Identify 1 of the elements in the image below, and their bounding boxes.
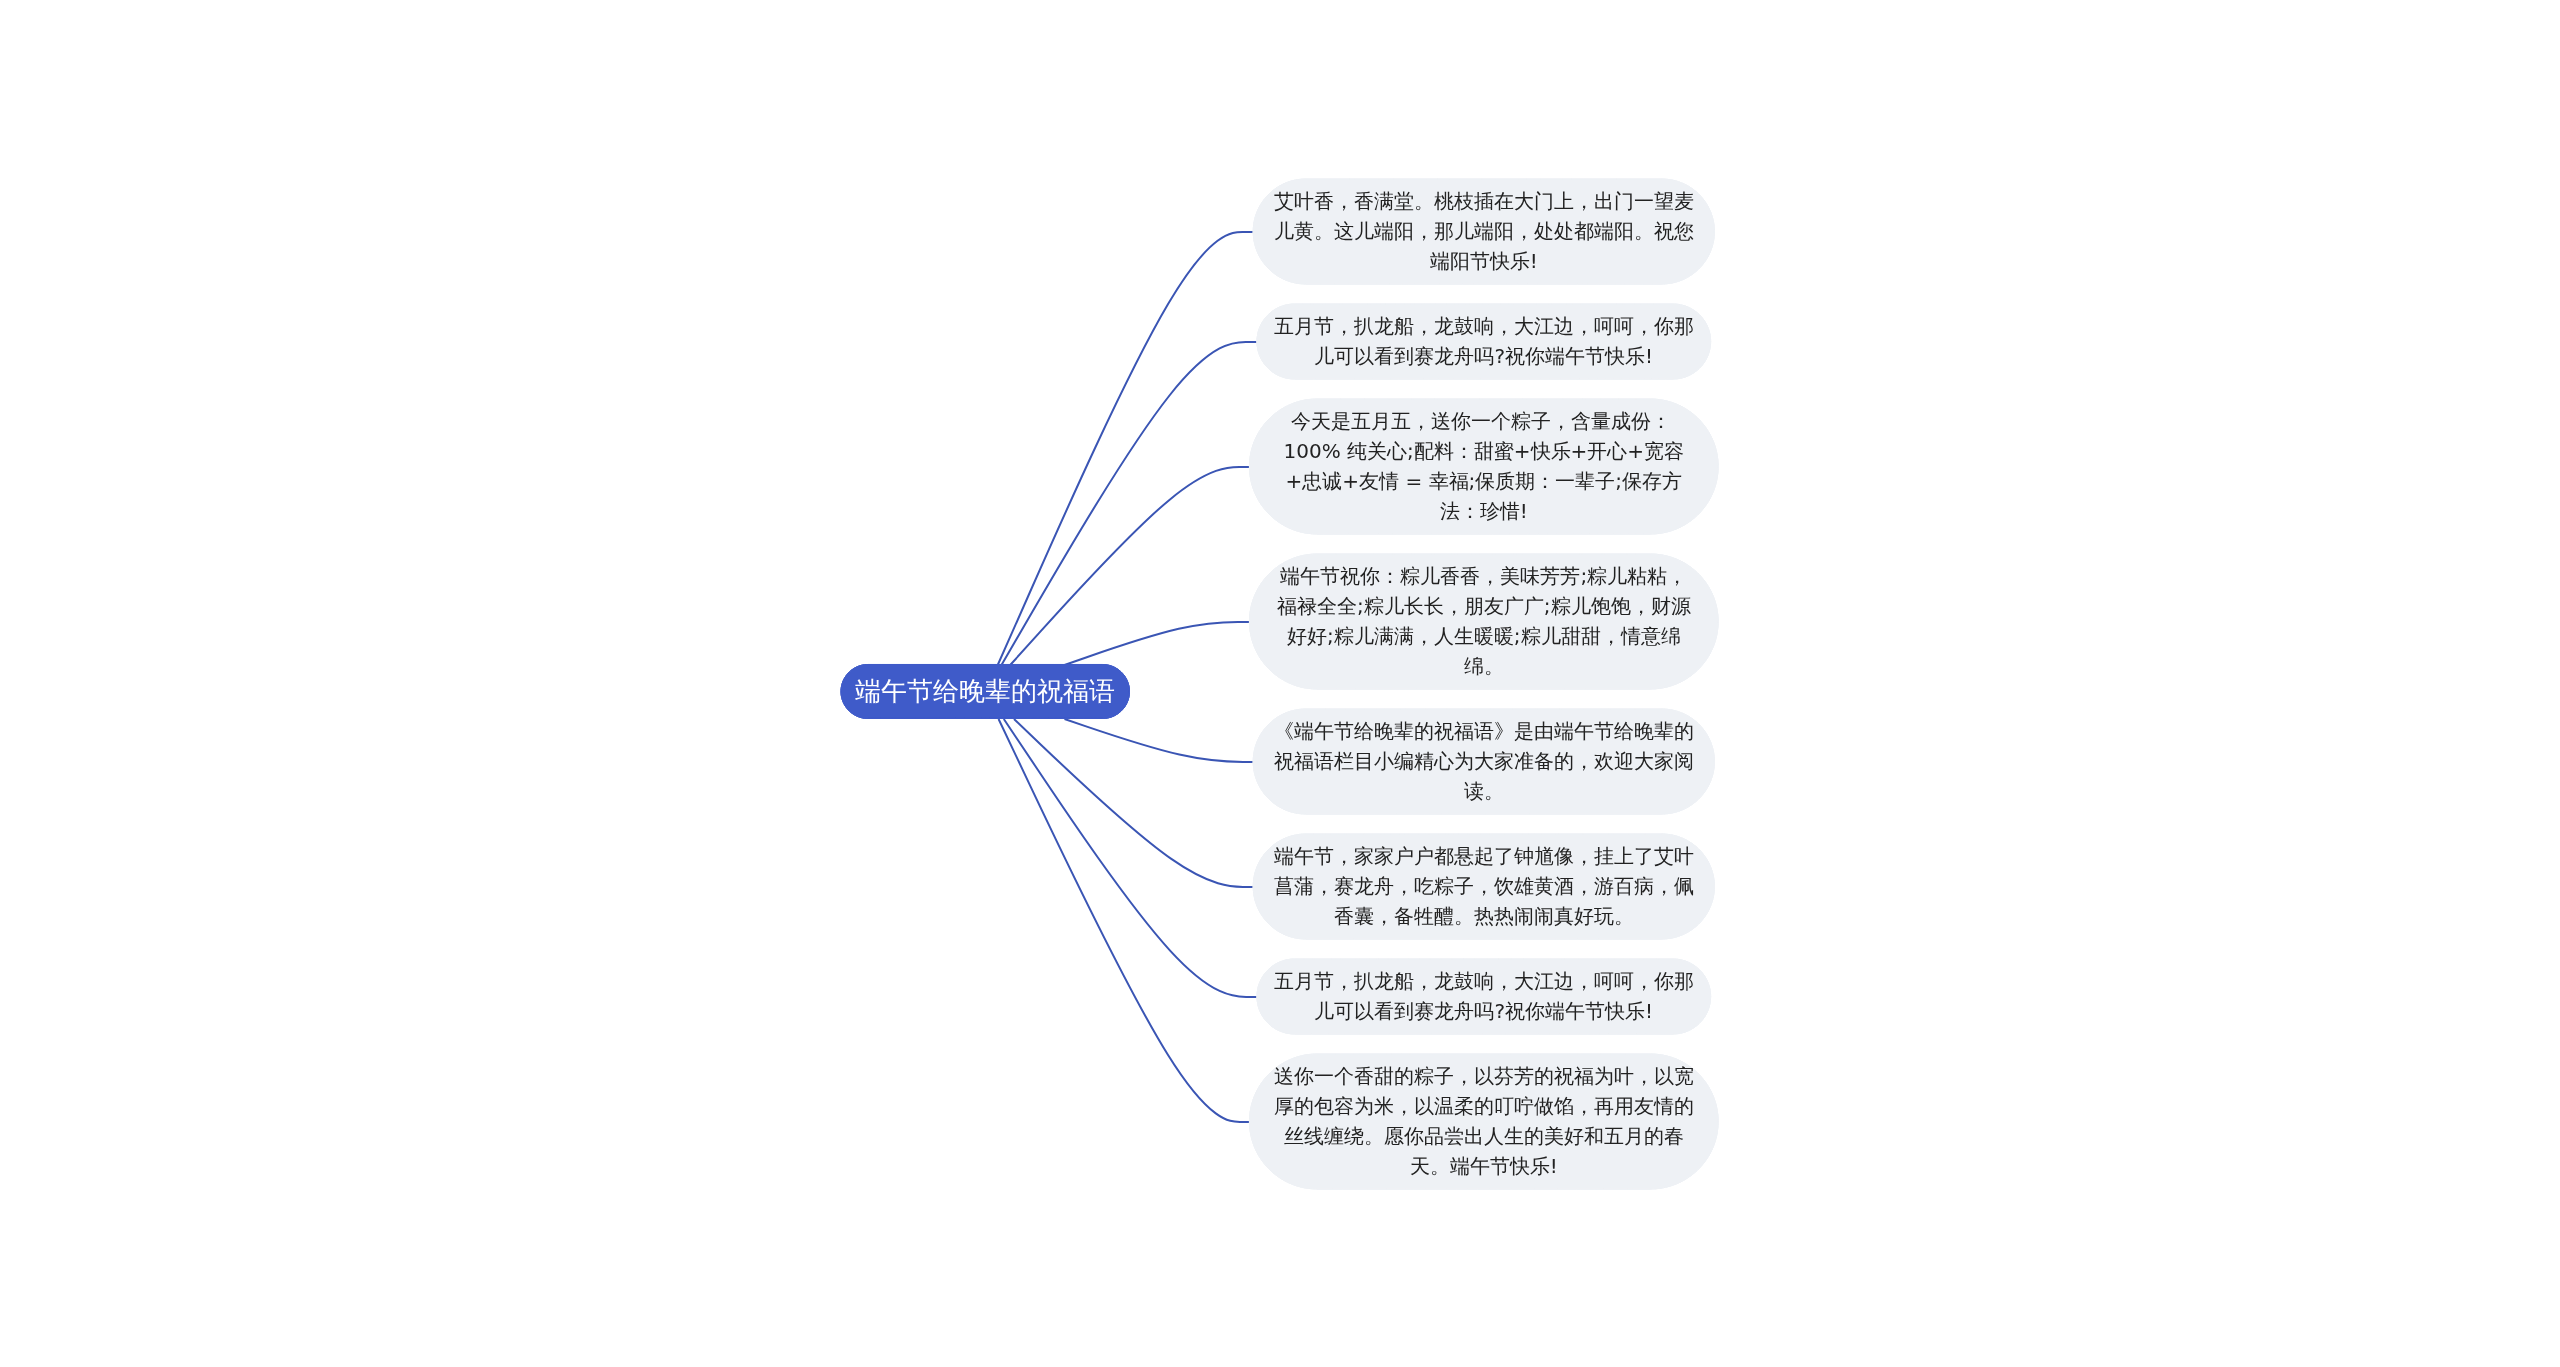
connector <box>1003 717 1259 998</box>
